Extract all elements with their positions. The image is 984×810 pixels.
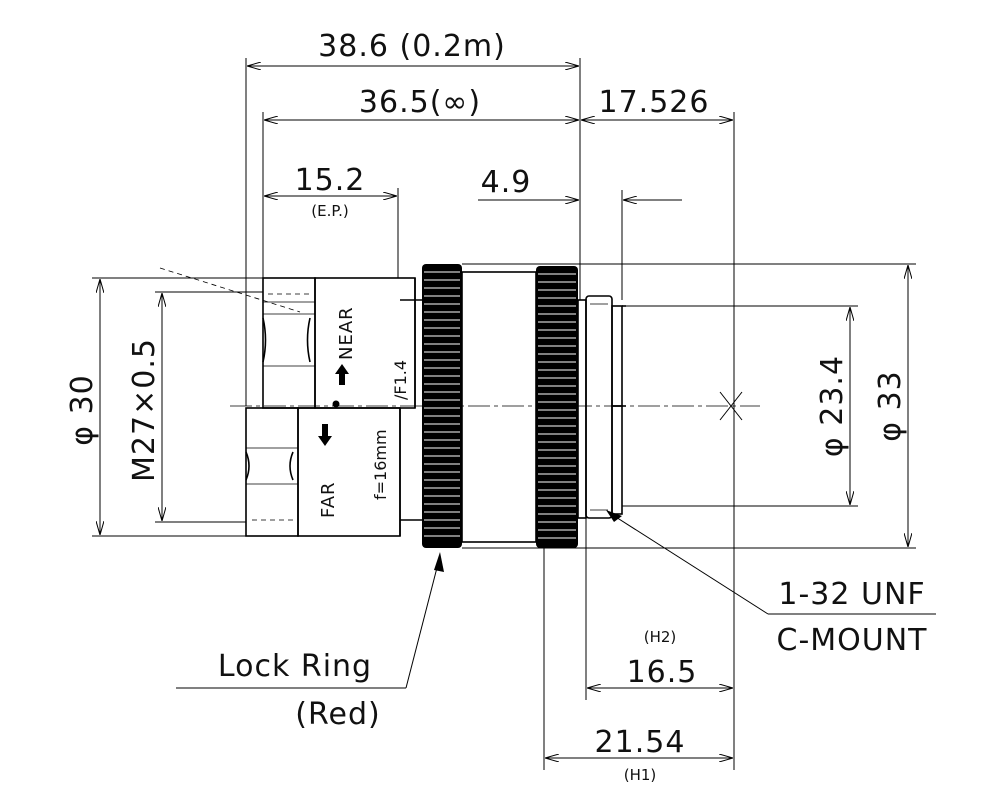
- dim-diameter-mount: φ 23.4: [815, 355, 850, 457]
- dim-entrance-pupil-note: (E.P.): [311, 202, 348, 220]
- dim-h1-value: 21.54: [595, 725, 686, 760]
- focus-marking-group: NEAR FAR f=16mm /F1.4: [318, 306, 410, 518]
- dim-diameter-body: φ 33: [873, 370, 908, 442]
- aperture-marking: /F1.4: [391, 360, 410, 400]
- focal-length-marking: f=16mm: [371, 429, 390, 500]
- far-arrow-icon: [318, 424, 332, 446]
- dim-flange-back: 17.526: [599, 85, 710, 120]
- dim-diameter-front: φ 30: [65, 374, 100, 446]
- lock-ring-label: Lock Ring: [218, 649, 372, 684]
- dim-filter-thread: M27×0.5: [127, 338, 162, 482]
- dim-mount-step: 4.9: [481, 165, 532, 200]
- dim-length-infinity: 36.5(∞): [359, 85, 481, 120]
- thread-spec-label: 1-32 UNF: [778, 577, 925, 612]
- lens-body: [245, 264, 626, 548]
- dim-entrance-pupil: 15.2: [295, 163, 366, 198]
- dim-length-close: 38.6 (0.2m): [318, 29, 506, 64]
- lock-ring-color-label: (Red): [295, 697, 380, 732]
- near-arrow-icon: [335, 364, 349, 385]
- dim-h2-label: (H2): [644, 628, 677, 646]
- far-marking: FAR: [318, 481, 339, 518]
- near-marking: NEAR: [336, 306, 357, 360]
- dim-h1-label: (H1): [624, 766, 657, 784]
- dim-h2-value: 16.5: [627, 655, 698, 690]
- mount-type-label: C-MOUNT: [777, 623, 928, 658]
